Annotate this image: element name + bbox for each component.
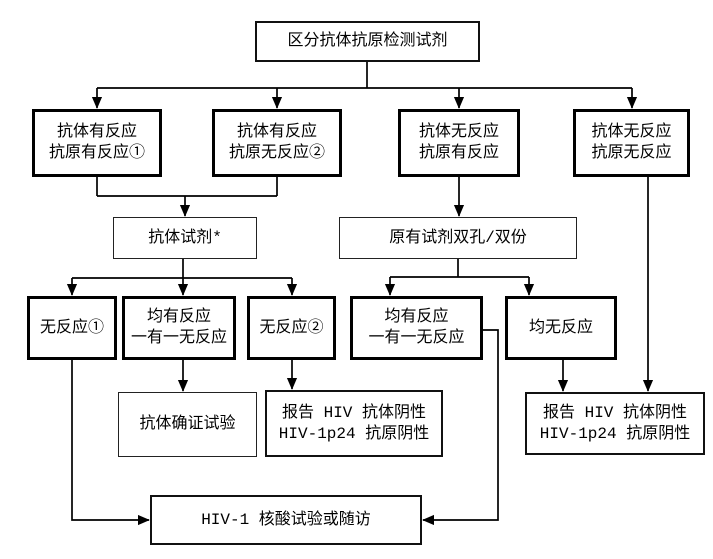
node-ab-nonreactive-ag-nonreactive: 抗体无反应 抗原无反应	[573, 109, 690, 177]
node-label-line: 一有一无反应	[368, 329, 465, 347]
node-label-line: 抗体有反应	[56, 123, 137, 141]
node-no-reaction-1: 无反应①	[27, 296, 117, 360]
node-both-reactive-or-one-left: 均有反应 一有一无反应	[122, 296, 236, 360]
node-report-negative-right: 报告 HIV 抗体阴性 HIV-1p24 抗原阴性	[525, 392, 705, 455]
node-label-line: 一有一无反应	[130, 329, 227, 347]
node-label: HIV-1 核酸试验或随访	[201, 510, 371, 529]
node-antibody-confirmatory-test: 抗体确证试验	[118, 392, 257, 457]
node-label-line: 均有反应	[146, 308, 211, 326]
node-label-line: 均有反应	[384, 308, 449, 326]
node-label: 区分抗体抗原检测试剂	[287, 32, 448, 50]
node-label: 均无反应	[528, 318, 593, 337]
node-label-line: 报告 HIV 抗体阴性	[281, 403, 426, 422]
node-original-reagent-duplicate: 原有试剂双孔/双份	[339, 217, 577, 259]
node-label-line: 抗原有反应	[418, 144, 499, 162]
node-label-line: 抗体有反应	[236, 123, 317, 141]
node-label: 无反应②	[259, 318, 324, 337]
node-label-line: 抗体无反应	[418, 123, 499, 141]
node-report-negative-left: 报告 HIV 抗体阴性 HIV-1p24 抗原阴性	[265, 390, 443, 457]
node-both-reactive-or-one-right: 均有反应 一有一无反应	[350, 296, 483, 360]
node-both-nonreactive: 均无反应	[505, 296, 617, 360]
node-label: 抗体试剂*	[148, 228, 222, 247]
node-no-reaction-2: 无反应②	[247, 296, 336, 360]
node-label-line: 抗原无反应②	[228, 144, 325, 162]
node-ab-reactive-ag-nonreactive: 抗体有反应 抗原无反应②	[212, 109, 342, 177]
node-label-line: HIV-1p24 抗原阴性	[539, 424, 691, 443]
node-ab-nonreactive-ag-reactive: 抗体无反应 抗原有反应	[398, 109, 520, 177]
node-ab-reactive-ag-reactive: 抗体有反应 抗原有反应①	[32, 109, 162, 177]
node-label-line: 抗原无反应	[591, 144, 672, 162]
node-label-line: 抗原有反应①	[48, 144, 145, 162]
node-label: 原有试剂双孔/双份	[389, 228, 527, 247]
node-antibody-reagent: 抗体试剂*	[113, 217, 257, 259]
node-label-line: HIV-1p24 抗原阴性	[278, 424, 430, 443]
node-label-line: 报告 HIV 抗体阴性	[542, 403, 687, 422]
node-label: 抗体确证试验	[139, 415, 236, 433]
node-distinguish-ab-ag-assay: 区分抗体抗原检测试剂	[255, 21, 480, 62]
node-hiv1-nat-or-followup: HIV-1 核酸试验或随访	[150, 495, 422, 545]
node-label: 无反应①	[39, 318, 104, 337]
node-label-line: 抗体无反应	[591, 123, 672, 141]
